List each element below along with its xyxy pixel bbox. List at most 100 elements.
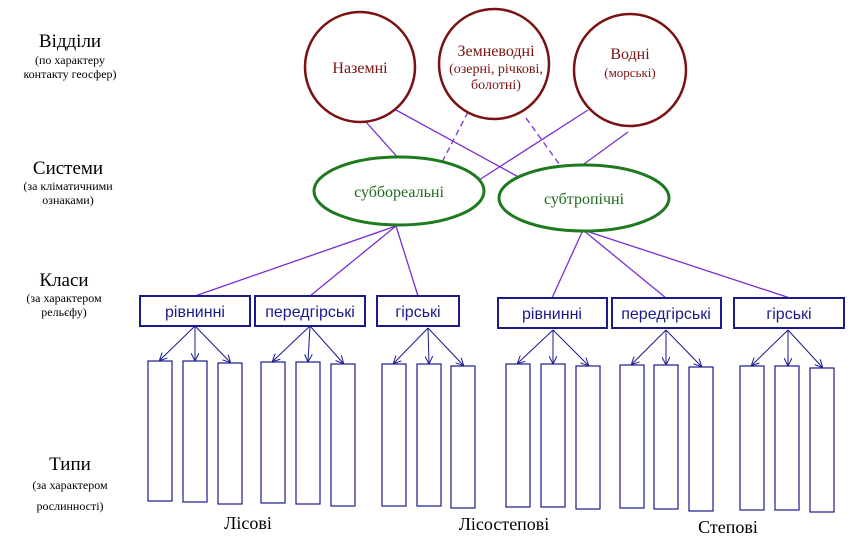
class-box-right-plain: рівнинні bbox=[497, 297, 608, 329]
type-box bbox=[450, 365, 476, 509]
type-box bbox=[330, 363, 356, 507]
connector-subtropical-plain bbox=[551, 229, 584, 299]
type-box bbox=[505, 363, 531, 508]
type-box bbox=[182, 360, 208, 503]
class-box-frame bbox=[497, 297, 608, 329]
type-boxes bbox=[147, 360, 835, 513]
level-types-sub1: (за характером bbox=[32, 478, 108, 492]
arrow-down bbox=[632, 329, 667, 364]
division-aquatic: Водні (морські) bbox=[572, 12, 688, 128]
division-aquatic-label: Водні bbox=[610, 46, 650, 63]
arrow-down bbox=[665, 329, 701, 366]
connector-subtropical-foothill bbox=[582, 229, 667, 299]
class-box-right-mountain: гірські bbox=[733, 297, 845, 329]
level-divisions-title: Відділи bbox=[39, 31, 101, 52]
type-box bbox=[295, 361, 321, 505]
level-systems-title: Системи bbox=[33, 158, 103, 179]
type-box bbox=[809, 367, 835, 513]
arrow-down bbox=[309, 325, 343, 363]
level-classes-sub2: рельєфу) bbox=[41, 305, 86, 319]
division-amphibious-circle bbox=[437, 7, 551, 121]
class-label: рівнинні bbox=[165, 304, 225, 321]
type-box bbox=[653, 364, 679, 510]
connector-terrestrial-subtropical bbox=[395, 109, 525, 181]
type-box bbox=[260, 361, 286, 504]
level-systems-sub2: ознаками) bbox=[42, 193, 93, 207]
system-subboreal: суббореальні bbox=[312, 155, 486, 227]
level-systems-sub1: (за кліматичними bbox=[23, 179, 113, 193]
division-amphibious-label: Земневодні bbox=[457, 43, 535, 60]
type-box bbox=[739, 365, 765, 511]
type-box bbox=[147, 360, 173, 502]
connector-amphibious-subtropical bbox=[525, 117, 563, 169]
division-terrestrial-label: Наземні bbox=[332, 60, 388, 77]
level-classes-sub1: (за характером bbox=[26, 291, 102, 305]
class-label: передгірські bbox=[621, 306, 711, 323]
type-box bbox=[416, 363, 442, 507]
type-group-steppe: Степові bbox=[698, 517, 758, 537]
arrow-down bbox=[787, 329, 822, 367]
connector-amphibious-subboreal bbox=[439, 111, 469, 167]
class-box-left-plain: рівнинні bbox=[139, 295, 251, 327]
class-label: рівнинні bbox=[522, 306, 582, 323]
type-box bbox=[688, 366, 714, 512]
class-label: гірські bbox=[766, 306, 811, 323]
system-subtropical-label: субтропічні bbox=[544, 191, 625, 208]
class-boxes: рівнинні передгірські гірські рівнинні п… bbox=[139, 295, 845, 329]
division-terrestrial: Наземні bbox=[303, 10, 417, 124]
arrow-down bbox=[752, 329, 789, 365]
division-aquatic-sub1: (морські) bbox=[604, 65, 656, 80]
level-types: Типи (за характером рослинності) bbox=[32, 454, 108, 513]
connector-aquatic-subtropical bbox=[583, 131, 629, 165]
type-box bbox=[575, 365, 601, 510]
class-type-arrows bbox=[160, 325, 822, 367]
connector-subboreal-plain bbox=[194, 225, 397, 297]
type-group-labels: Лісові Лісостепові Степові bbox=[224, 513, 758, 537]
class-box-right-foothill: передгірські bbox=[611, 297, 722, 329]
connector-subboreal-mountain bbox=[395, 225, 419, 297]
division-terrestrial-circle bbox=[303, 10, 417, 124]
type-group-forest-steppe: Лісостепові bbox=[459, 514, 550, 534]
arrow-down bbox=[160, 325, 196, 360]
level-systems: Системи (за кліматичними ознаками) bbox=[23, 158, 113, 207]
arrow-down bbox=[552, 329, 588, 365]
system-class-connectors bbox=[194, 225, 791, 299]
type-box bbox=[217, 362, 243, 505]
level-divisions: Відділи (по характеру контакту геосфер) bbox=[23, 31, 116, 81]
arrow-down bbox=[273, 325, 311, 361]
division-system-connectors bbox=[365, 109, 629, 183]
level-types-title: Типи bbox=[49, 454, 91, 475]
connector-aquatic-subboreal bbox=[475, 109, 589, 183]
level-classes: Класи (за характером рельєфу) bbox=[26, 270, 102, 319]
division-amphibious-sub1: (озерні, річкові, bbox=[449, 62, 543, 77]
class-box-frame bbox=[611, 297, 722, 329]
arrow-down bbox=[194, 325, 230, 362]
type-box bbox=[774, 365, 800, 511]
division-aquatic-circle bbox=[572, 12, 688, 128]
type-group-forest: Лісові bbox=[224, 513, 272, 533]
class-label: гірські bbox=[395, 304, 440, 321]
level-divisions-sub1: (по характеру bbox=[35, 53, 105, 67]
type-box bbox=[381, 363, 407, 507]
type-box bbox=[619, 364, 645, 509]
system-subtropical: субтропічні bbox=[497, 163, 671, 233]
level-types-sub2: рослинності) bbox=[36, 499, 103, 513]
connector-terrestrial-subboreal bbox=[365, 121, 401, 161]
arrow-down bbox=[394, 327, 429, 363]
type-box bbox=[540, 363, 566, 508]
class-box-frame bbox=[376, 295, 460, 327]
arrow-down bbox=[518, 329, 554, 363]
arrow-down bbox=[428, 327, 429, 363]
system-subboreal-label: суббореальні bbox=[354, 184, 444, 201]
division-amphibious: Земневодні (озерні, річкові, болотні) bbox=[437, 7, 551, 121]
class-label: передгірські bbox=[265, 304, 355, 321]
class-box-frame bbox=[733, 297, 845, 329]
arrow-down bbox=[308, 325, 310, 361]
connector-subboreal-foothill bbox=[309, 225, 397, 297]
division-amphibious-sub2: болотні) bbox=[471, 78, 521, 93]
level-classes-title: Класи bbox=[39, 270, 88, 291]
class-box-left-foothill: передгірські bbox=[254, 295, 366, 327]
connector-subtropical-mountain bbox=[582, 229, 791, 299]
